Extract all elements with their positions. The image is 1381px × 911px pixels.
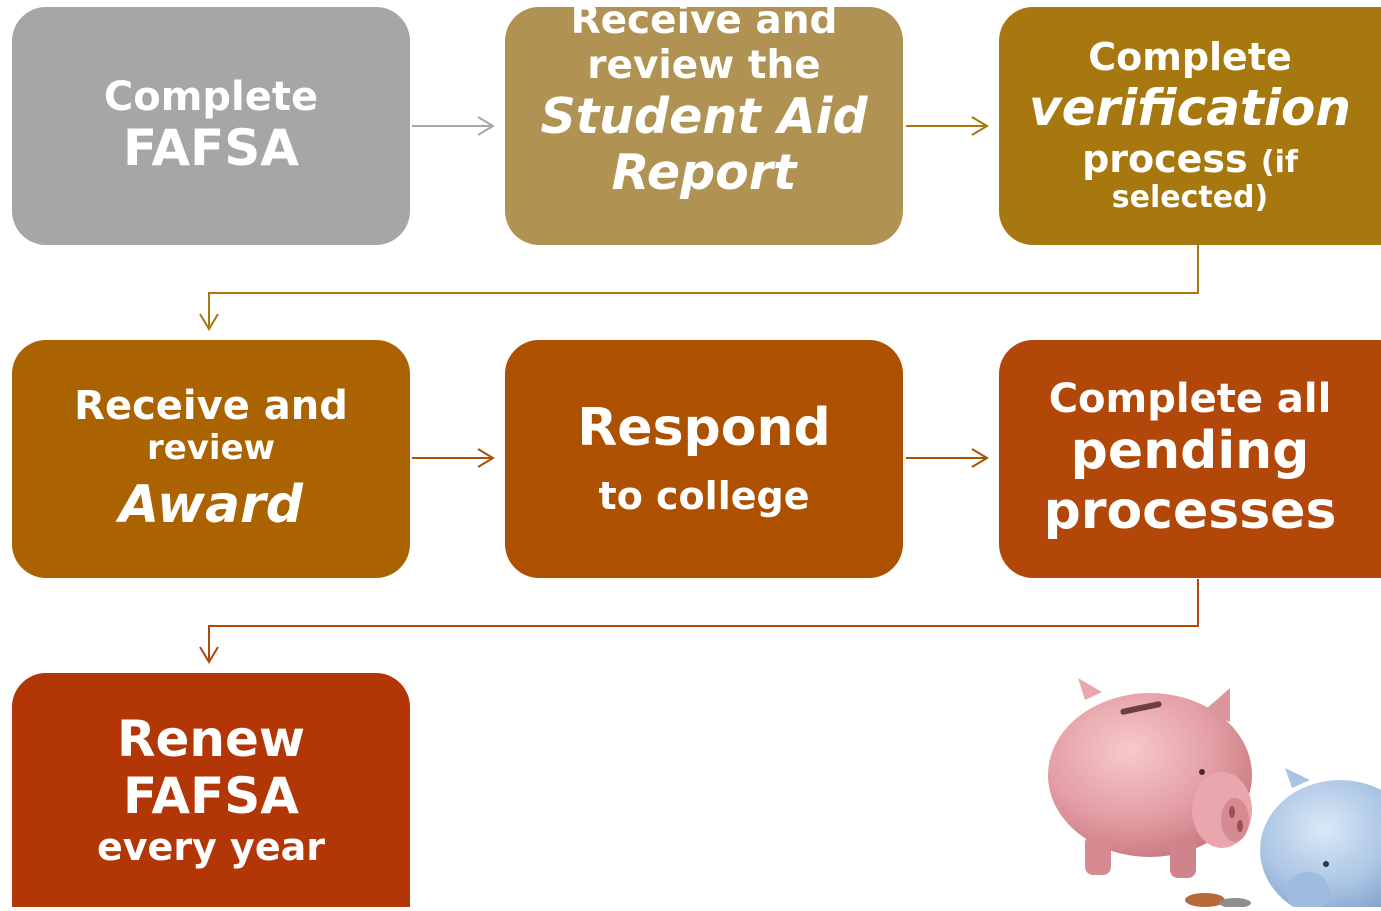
step-2-line-1: Receive and [570, 7, 838, 43]
step-7-line-1: Renew [116, 709, 306, 768]
step-2-line-3: Student Aid [540, 87, 868, 145]
step-1-line-2: FAFSA [123, 119, 299, 178]
arrow-4-to-5 [412, 448, 495, 468]
step-3-line-3: process (if [1082, 136, 1298, 182]
step-3-line-1: Complete [1088, 35, 1292, 80]
step-2-line-2: review the [587, 42, 821, 88]
step-pending: Complete all pending processes [999, 340, 1381, 578]
coins-icon [1185, 893, 1251, 908]
step-4-line-2: review [146, 427, 276, 468]
step-4-line-3: Award [119, 474, 303, 535]
step-1-line-1: Complete [103, 74, 319, 121]
step-5-line-2: to college [598, 474, 810, 519]
blue-piggy-bank [1260, 768, 1381, 911]
step-2-line-4: Report [611, 144, 797, 202]
piggy-banks-icon [1030, 670, 1381, 911]
step-7-line-2: FAFSA [123, 767, 299, 826]
step-review-sar: Receive and review the Student Aid Repor… [505, 7, 903, 245]
arrow-5-to-6 [906, 448, 989, 468]
step-3-line-2: verification [1028, 79, 1352, 137]
arrow-2-to-3 [906, 116, 989, 136]
step-6-line-2: pending [1070, 421, 1310, 482]
step-respond: Respond to college [505, 340, 903, 578]
step-review-award: Receive and review Award [12, 340, 410, 578]
step-4-line-1: Receive and [74, 382, 348, 429]
connector-3-to-4 [199, 245, 1199, 331]
pink-piggy-bank [1048, 678, 1252, 878]
step-7-line-3: every year [97, 824, 325, 869]
step-6-line-1: Complete all [1048, 376, 1332, 423]
step-3-line-4: selected) [1111, 180, 1269, 216]
connector-6-to-7 [199, 579, 1199, 664]
arrow-1-to-2 [412, 116, 495, 136]
step-5-line-1: Respond [577, 398, 831, 459]
step-6-line-3: processes [1043, 481, 1337, 541]
step-3-line-3b: (if [1260, 144, 1298, 180]
step-complete-fafsa: Complete FAFSA [12, 7, 410, 245]
step-verification: Complete verification process (if select… [999, 7, 1381, 245]
step-renew: Renew FAFSA every year [12, 673, 410, 907]
step-3-line-3a: process [1082, 136, 1261, 181]
